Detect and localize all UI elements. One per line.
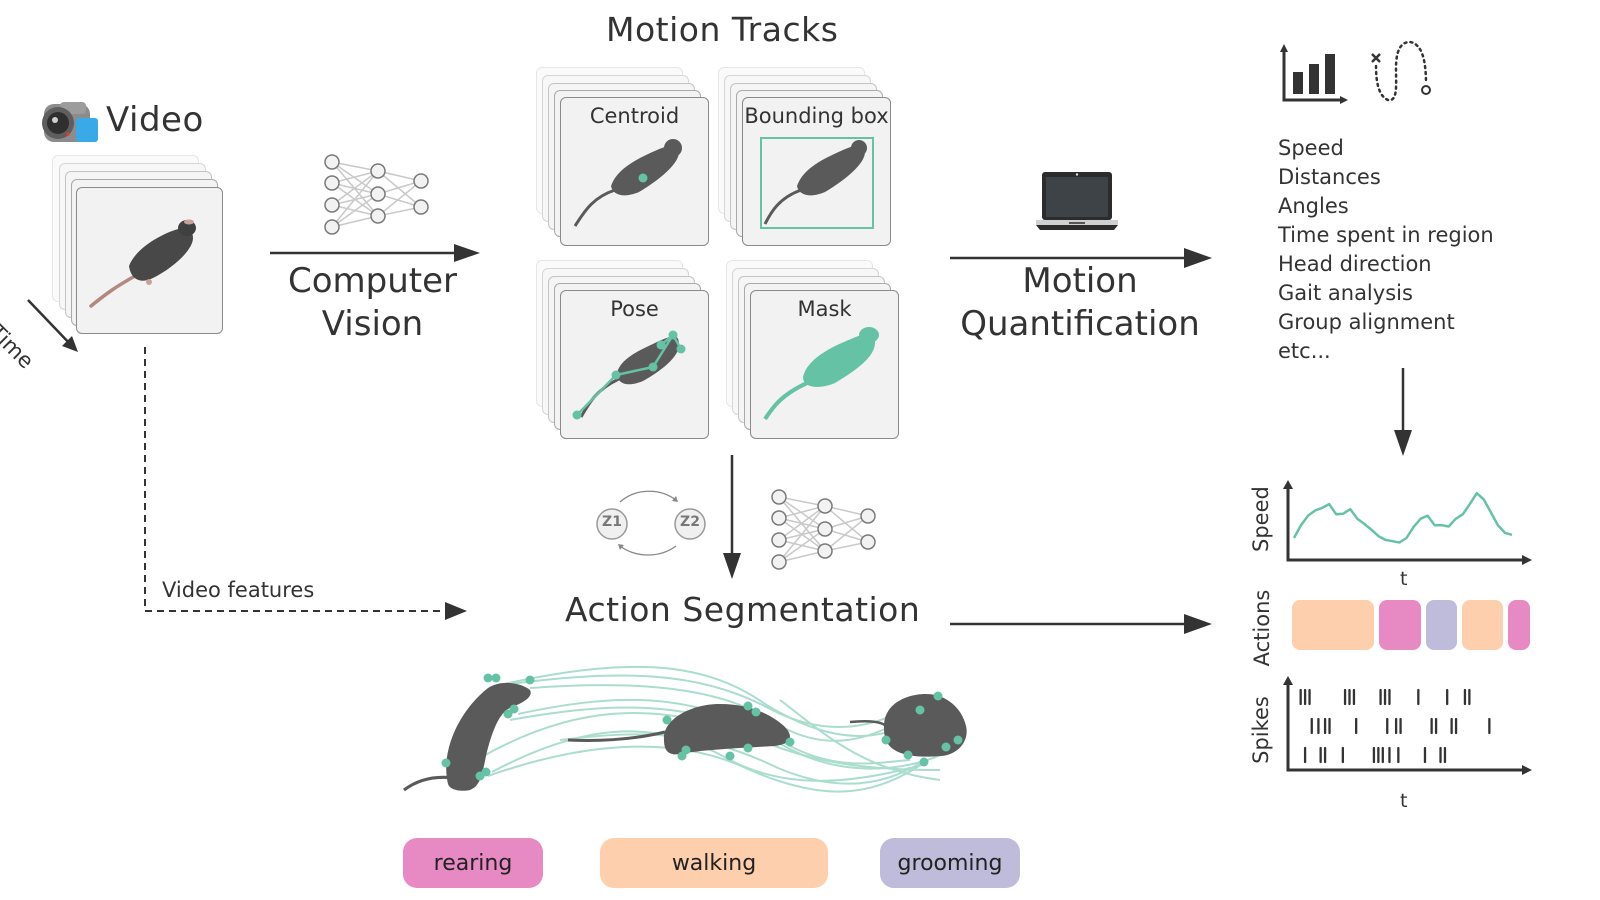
- pose-panel: Pose: [560, 290, 709, 439]
- computer-vision-line2: Vision: [321, 304, 424, 344]
- neural-network-icon: [324, 154, 429, 235]
- metric-item: etc...: [1278, 339, 1331, 363]
- motion-quantification-line1: Motion: [1022, 261, 1138, 301]
- motion-quantification-arrow: [950, 248, 1212, 268]
- action-segment-walking: [1462, 600, 1504, 650]
- metric-item: Speed: [1278, 136, 1344, 160]
- mask-label: Mask: [797, 297, 852, 321]
- metric-item: Distances: [1278, 165, 1381, 189]
- speed-x-label: t: [1400, 568, 1408, 590]
- centroid-label: Centroid: [589, 104, 680, 128]
- action-segment-rearing: [1379, 600, 1421, 650]
- video-features-label: Video features: [162, 578, 315, 602]
- behavior-trajectory-illustration: [403, 665, 967, 793]
- video-features-arrow: [144, 347, 467, 620]
- metric-item: Angles: [1278, 194, 1349, 218]
- bounding-box-panel: Bounding box: [742, 97, 891, 246]
- grooming-text: grooming: [897, 850, 1003, 876]
- centroid-point: [638, 173, 648, 183]
- action-segmentation-arrow: [950, 614, 1212, 634]
- metric-item: Gait analysis: [1278, 281, 1413, 305]
- hmm-state-z2: Z2: [680, 514, 700, 530]
- video-frame: [76, 187, 223, 334]
- computer-vision-arrow: [270, 244, 480, 262]
- action-segment-grooming: [1425, 600, 1458, 650]
- rearing-text: rearing: [433, 850, 513, 876]
- video-section: Video: [36, 96, 276, 366]
- mouse-silhouette: [573, 139, 682, 227]
- pose-label: Pose: [610, 297, 659, 321]
- actions-axis-label: Actions: [1250, 589, 1274, 667]
- spikes-x-label: t: [1400, 790, 1408, 812]
- x-axis-arrowhead: [1522, 555, 1532, 565]
- mask-panel: Mask: [750, 290, 899, 439]
- bounding-box-label: Bounding box: [744, 104, 889, 128]
- motion-tracks-down-arrow: [723, 455, 741, 579]
- speed-axis-label: Speed: [1249, 486, 1273, 552]
- centroid-panel: Centroid: [560, 97, 709, 246]
- metric-item: Time spent in region: [1278, 223, 1494, 247]
- mouse-image: [89, 219, 196, 308]
- video-camera-icon: [42, 102, 98, 142]
- speed-trace: [1292, 491, 1513, 544]
- bounding-box: [760, 137, 874, 229]
- speed-axes: [1286, 486, 1524, 562]
- laptop-icon: [1036, 172, 1118, 230]
- behavior-label-rearing: rearing: [403, 838, 543, 888]
- hmm-state-z1: Z1: [602, 514, 622, 530]
- mouse-mask: [763, 327, 879, 421]
- behavior-label-walking: walking: [600, 838, 828, 888]
- y-axis-arrowhead: [1283, 480, 1293, 489]
- mouse-silhouette: [760, 137, 874, 229]
- x-axis-arrowhead: [1522, 765, 1532, 775]
- bar-chart-icon: [1280, 44, 1348, 104]
- spikes-axis-label: Spikes: [1249, 696, 1273, 764]
- spike-raster: [1283, 676, 1532, 775]
- spikes-axes: [1286, 682, 1524, 772]
- hidden-markov-model-icon: [596, 490, 706, 556]
- metrics-down-arrow: [1394, 368, 1412, 456]
- video-title: Video: [106, 100, 204, 140]
- action-segment-rearing: [1508, 600, 1530, 650]
- y-axis-arrowhead: [1283, 676, 1293, 685]
- metrics-list: Speed Distances Angles Time spent in reg…: [1278, 134, 1494, 366]
- action-segment-walking: [1292, 600, 1375, 650]
- computer-vision-line1: Computer: [287, 261, 458, 301]
- behavior-label-grooming: grooming: [880, 838, 1020, 888]
- speed-plot: [1283, 480, 1532, 565]
- neural-network-icon: [771, 489, 876, 570]
- walking-text: walking: [671, 850, 757, 876]
- trajectory-icon: [1371, 40, 1431, 102]
- metric-item: Head direction: [1278, 252, 1432, 276]
- computer-vision-label: Computer Vision: [270, 260, 475, 346]
- motion-quantification-label: Motion Quantification: [955, 260, 1205, 346]
- motion-tracks-title: Motion Tracks: [606, 10, 839, 49]
- metric-item: Group alignment: [1278, 310, 1455, 334]
- motion-quantification-line2: Quantification: [960, 304, 1200, 344]
- action-segmentation-title: Action Segmentation: [565, 590, 921, 629]
- actions-track: [1292, 600, 1530, 650]
- mouse-pose-skeleton: [572, 330, 686, 420]
- time-arrow: [27, 299, 78, 352]
